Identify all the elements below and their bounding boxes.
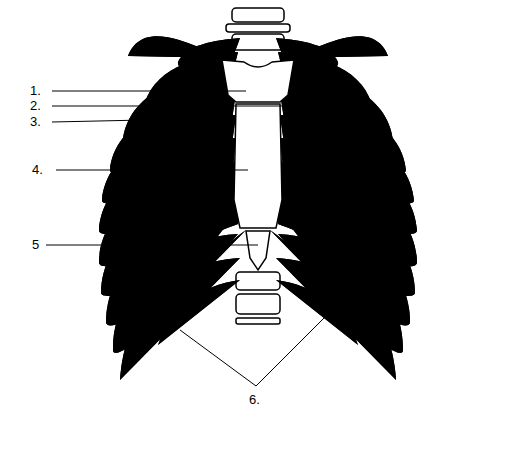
callout-number: 6. (247, 392, 262, 408)
ribs-right (270, 36, 417, 380)
callout-number: 5 (30, 237, 41, 253)
leader-lines (46, 91, 330, 386)
callout-number: 3. (28, 114, 43, 130)
callout-number: 2. (28, 98, 43, 114)
ribs-left (99, 36, 246, 380)
callout-number: 1. (28, 83, 43, 99)
callout-number: 4. (30, 162, 45, 178)
